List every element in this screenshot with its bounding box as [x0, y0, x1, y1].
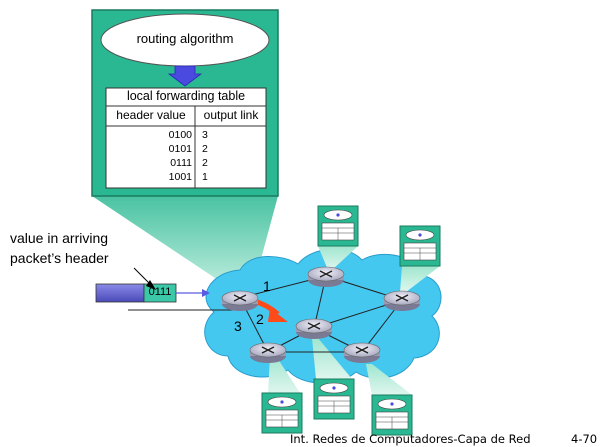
table-cell-link: 3 [202, 129, 208, 141]
table-cell-header: 1001 [168, 171, 192, 183]
host-beam [268, 356, 300, 393]
zoom-beam [92, 196, 278, 292]
packet-body [95, 283, 145, 303]
host-beam [318, 246, 358, 270]
link-label-1: 1 [263, 278, 271, 294]
table-cell-link: 1 [202, 171, 208, 183]
host-beam [366, 364, 412, 395]
router-icon [343, 342, 381, 363]
forwarding-table-title: local forwarding table [126, 89, 246, 103]
router-icon [295, 318, 333, 339]
output-link-column: output link [203, 108, 259, 122]
packet-arrow-icon [202, 289, 210, 297]
host-table-icon [399, 225, 441, 267]
link-label-3: 3 [234, 318, 242, 334]
table-cell-link: 2 [202, 143, 208, 155]
host-table-icon [371, 394, 413, 436]
host-beam [400, 266, 440, 292]
host-table-icon [313, 378, 355, 420]
caption-arrow-icon [146, 280, 156, 290]
table-cell-link: 2 [202, 157, 208, 169]
packet-header-value: 0111 [148, 286, 172, 298]
down-arrow-icon [167, 65, 203, 87]
packet-caption-line1: value in arriving [10, 230, 109, 246]
table-cell-header: 0101 [168, 143, 192, 155]
table-cell-header: 0100 [168, 129, 192, 141]
table-cell-header: 0111 [170, 157, 192, 169]
header-value-column: header value [116, 108, 186, 122]
router-icon [249, 342, 287, 363]
router-icon [307, 266, 345, 287]
host-table-icon [261, 392, 303, 434]
link-label-2: 2 [256, 311, 264, 327]
host-beam [312, 338, 352, 379]
packet-caption-line2: packet’s header [10, 250, 109, 266]
forwarding-table [105, 87, 267, 189]
router-icon [383, 290, 421, 311]
router-icon [221, 290, 259, 311]
host-table-icon [317, 205, 359, 247]
forwarding-arrowhead-icon [268, 308, 288, 322]
slide-footer: Int. Redes de Computadores-Capa de Red [290, 432, 531, 446]
page-number: 4-70 [571, 432, 598, 446]
routing-algorithm-label: routing algorithm [136, 31, 234, 46]
